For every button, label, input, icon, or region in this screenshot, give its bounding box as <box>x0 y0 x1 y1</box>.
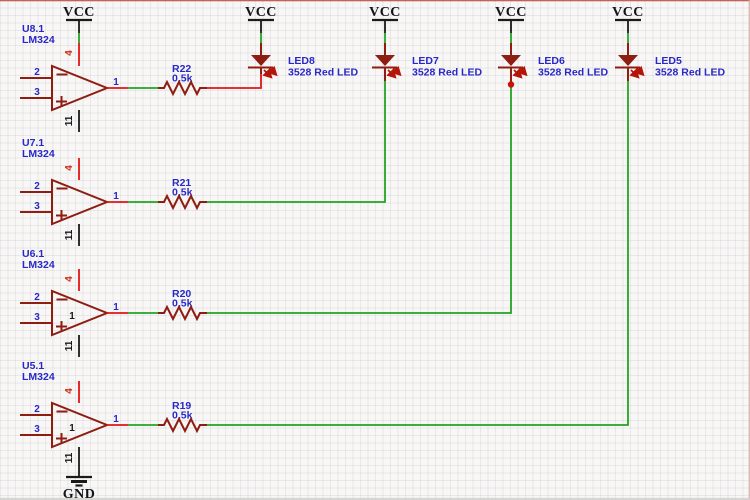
opamp-part: LM324 <box>22 259 55 271</box>
led-emission-arrow-icon <box>262 68 273 79</box>
led-led7[interactable]: LED7 3528 Red LED <box>372 43 482 81</box>
gnd-symbol[interactable]: GND <box>63 475 96 500</box>
pin-label-inv: 2 <box>34 292 40 303</box>
pin-label-inv: 2 <box>34 181 40 192</box>
sheet-border-bottom <box>0 497 750 500</box>
opamp-part: LM324 <box>22 148 55 160</box>
opamp-u8[interactable]: U8.1 LM324 2 3 4 11 1 <box>20 23 128 132</box>
pin-label-out: 1 <box>113 302 119 313</box>
pin-label-vminus: 11 <box>64 115 75 126</box>
pin-label-out: 1 <box>113 414 119 425</box>
junction-dot <box>507 81 515 88</box>
gnd-label: GND <box>63 487 96 500</box>
pin-label-inv: 2 <box>34 67 40 78</box>
pin-label-vplus: 4 <box>64 388 75 394</box>
led-ref: LED6 <box>538 55 565 67</box>
sheet-border-top <box>0 0 750 2</box>
pin-label-vminus: 11 <box>64 340 75 351</box>
led-triangle-icon <box>251 55 271 66</box>
pin-label-ni: 3 <box>34 424 40 435</box>
resistor-r21[interactable]: R21 0.5k <box>158 177 207 211</box>
resistor-r20[interactable]: R20 0.5k <box>158 288 207 322</box>
pin-label-vplus: 4 <box>64 276 75 282</box>
opamp-triangle-icon <box>51 178 110 226</box>
vcc-label: VCC <box>63 5 95 20</box>
opamp-u7[interactable]: U7.1 LM324 2 3 4 11 1 <box>20 137 128 246</box>
pin-label-ni: 3 <box>34 87 40 98</box>
resistor-value: 0.5k <box>172 73 193 85</box>
resistor-r22[interactable]: R22 0.5k <box>158 63 207 97</box>
resistor-zigzag-icon <box>158 79 207 97</box>
led-emission-arrow-icon <box>517 65 528 77</box>
sheet-border-right <box>748 0 750 500</box>
resistor-ref: R21 <box>172 177 191 189</box>
led-part: 3528 Red LED <box>655 67 725 79</box>
vcc-symbol-u8[interactable]: VCC <box>63 5 95 33</box>
led-triangle-icon <box>618 55 638 66</box>
led-part: 3528 Red LED <box>412 67 482 79</box>
pin-label-vplus: 4 <box>64 165 75 171</box>
led-ref: LED8 <box>288 55 315 67</box>
opamp-ref: U6.1 <box>22 248 44 260</box>
opamp-triangle-icon <box>51 401 110 449</box>
resistor-value: 0.5k <box>172 298 193 310</box>
led-emission-arrow-icon <box>512 68 523 79</box>
vcc-symbol-led7[interactable]: VCC <box>369 5 401 33</box>
vcc-label: VCC <box>495 5 527 20</box>
led-led5[interactable]: LED5 3528 Red LED <box>615 43 725 81</box>
pin-label-out: 1 <box>113 191 119 202</box>
resistor-ref: R22 <box>172 63 191 75</box>
pin-label-ni: 3 <box>34 312 40 323</box>
led-led6[interactable]: LED6 3528 Red LED <box>498 43 608 82</box>
led-triangle-icon <box>375 55 395 66</box>
opamp-triangle-icon <box>51 64 110 112</box>
opamp-part: LM324 <box>22 371 55 383</box>
led-ref: LED5 <box>655 55 682 67</box>
wire-r21-led7[interactable] <box>207 81 386 203</box>
wire-r22-led8[interactable] <box>207 74 262 89</box>
resistor-r19[interactable]: R19 0.5k <box>158 400 207 434</box>
resistor-zigzag-icon <box>158 304 207 322</box>
pin-label-vminus: 11 <box>64 452 75 463</box>
pin-label-out: 1 <box>113 77 119 88</box>
opamp-triangle-icon <box>51 289 110 337</box>
opamp-inner-label: 1 <box>69 423 75 434</box>
led-ref: LED7 <box>412 55 439 67</box>
led-part: 3528 Red LED <box>288 67 358 79</box>
wire-r19-led5[interactable] <box>207 81 629 426</box>
vcc-label: VCC <box>245 5 277 20</box>
opamp-u5[interactable]: U5.1 LM324 1 2 3 4 11 1 <box>20 360 128 476</box>
opamp-ref: U8.1 <box>22 23 44 35</box>
led-emission-arrow-icon <box>391 65 402 77</box>
opamp-ref: U5.1 <box>22 360 44 372</box>
led-emission-arrow-icon <box>386 68 397 79</box>
led-emission-arrow-icon <box>634 65 645 77</box>
resistor-zigzag-icon <box>158 193 207 211</box>
led-led8[interactable]: LED8 3528 Red LED <box>248 43 358 79</box>
led-triangle-icon <box>501 55 521 66</box>
vcc-symbol-led8[interactable]: VCC <box>245 5 277 33</box>
pin-label-vplus: 4 <box>64 50 75 56</box>
opamp-ref: U7.1 <box>22 137 44 149</box>
vcc-label: VCC <box>612 5 644 20</box>
resistor-value: 0.5k <box>172 410 193 422</box>
vcc-symbol-led5[interactable]: VCC <box>612 5 644 33</box>
resistor-ref: R20 <box>172 288 191 300</box>
vcc-symbol-led6[interactable]: VCC <box>495 5 527 33</box>
led-emission-arrow-icon <box>629 68 640 79</box>
pin-label-inv: 2 <box>34 404 40 415</box>
led-part: 3528 Red LED <box>538 67 608 79</box>
resistor-ref: R19 <box>172 400 191 412</box>
opamp-u6[interactable]: U6.1 LM324 1 2 3 4 11 1 <box>20 248 128 357</box>
opamp-part: LM324 <box>22 34 55 46</box>
vcc-label: VCC <box>369 5 401 20</box>
led-emission-arrow-icon <box>267 65 278 77</box>
resistor-zigzag-icon <box>158 416 207 434</box>
wire-r20-led6[interactable] <box>207 87 512 314</box>
opamp-inner-label: 1 <box>69 311 75 322</box>
resistor-value: 0.5k <box>172 187 193 199</box>
pin-label-vminus: 11 <box>64 229 75 240</box>
pin-label-ni: 3 <box>34 201 40 212</box>
